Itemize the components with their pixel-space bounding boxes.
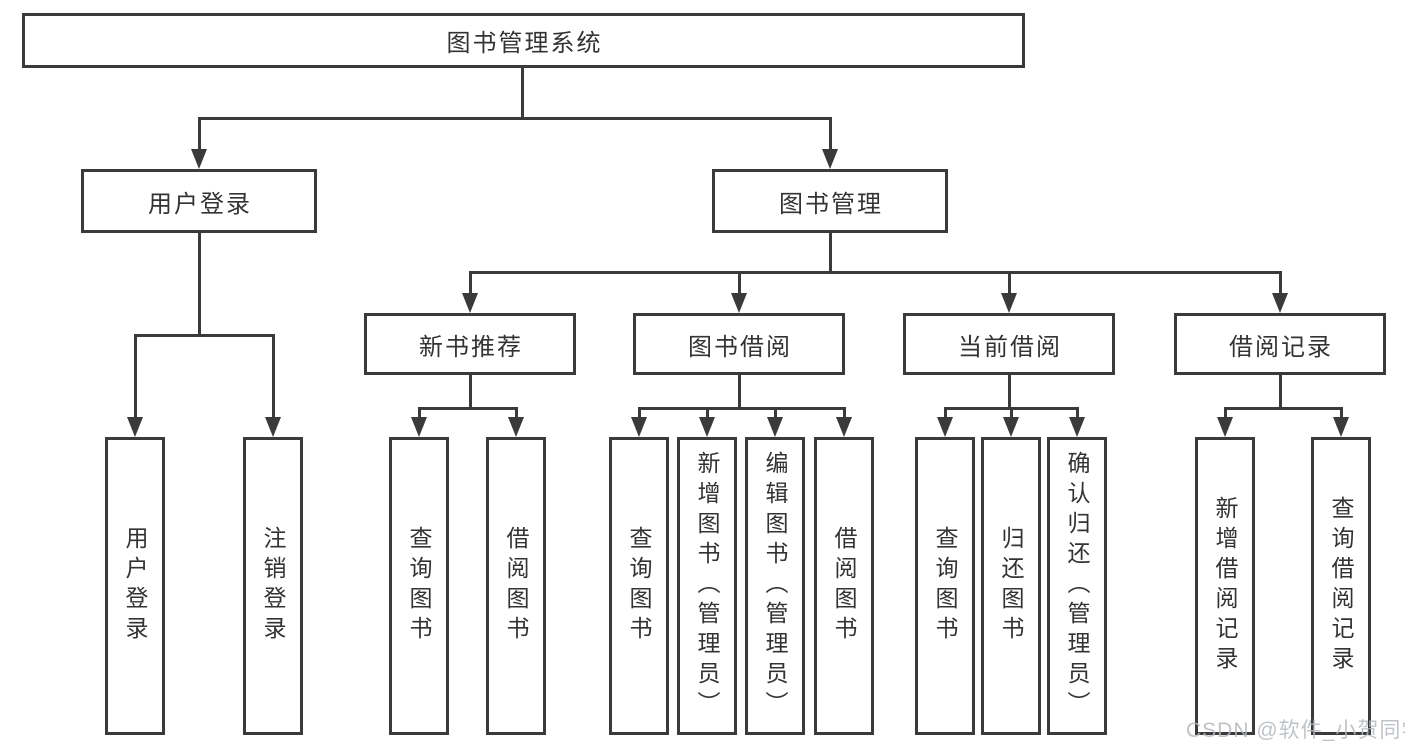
connector-drop-leaf (418, 409, 421, 419)
node-book-borrowing: 图书借阅 (633, 313, 845, 375)
leaf-label: 查询图书 (406, 526, 432, 646)
connector-borrow-records-stem (1279, 375, 1282, 409)
leaf-edit-books-admin: 编辑图书（管理员） (745, 437, 805, 735)
node-user-login: 用户登录 (81, 169, 317, 233)
connector-drop-leaf (944, 409, 947, 419)
connector-drop-leaf (272, 336, 275, 417)
arrow-down-icon (836, 417, 852, 437)
node-book-management: 图书管理 (712, 169, 948, 233)
arrow-down-icon (1217, 417, 1233, 437)
arrow-down-icon (127, 417, 143, 437)
arrow-down-icon (462, 293, 478, 313)
arrow-down-icon (265, 417, 281, 437)
arrow-down-icon (937, 417, 953, 437)
connector-level2-bar (198, 117, 832, 120)
arrow-down-icon (1333, 417, 1349, 437)
connector-drop-leaf (1076, 409, 1079, 419)
connector-drop-book-management (829, 119, 832, 150)
connector-level3-bar (469, 271, 1282, 274)
arrow-down-icon (731, 293, 747, 313)
arrow-down-icon (1069, 417, 1085, 437)
connector-drop-leaf (843, 409, 846, 419)
node-label: 图书管理系统 (446, 30, 603, 57)
leaf-label: 借阅图书 (503, 526, 529, 646)
connector-root-stem (521, 68, 524, 120)
node-label: 图书借阅 (688, 333, 792, 361)
leaf-label: 确认归还（管理员） (1064, 451, 1090, 721)
node-new-book-recommendation: 新书推荐 (364, 313, 576, 375)
connector-drop-current-borrow (1008, 273, 1011, 295)
leaf-return-books: 归还图书 (981, 437, 1041, 735)
connector-new-books-stem (469, 375, 472, 409)
arrow-down-icon (411, 417, 427, 437)
connector-book-management-stem (829, 233, 832, 274)
arrow-down-icon (1001, 293, 1017, 313)
leaf-label: 借阅图书 (831, 526, 857, 646)
leaf-logout: 注销登录 (243, 437, 303, 735)
leaf-borrow-books: 借阅图书 (486, 437, 546, 735)
node-current-borrowing: 当前借阅 (903, 313, 1115, 375)
node-label: 当前借阅 (958, 333, 1062, 361)
connector-borrow-records-bar (1224, 407, 1343, 410)
arrow-down-icon (699, 417, 715, 437)
arrow-down-icon (1272, 293, 1288, 313)
connector-book-borrow-bar (638, 407, 846, 410)
arrow-down-icon (767, 417, 783, 437)
node-label: 图书管理 (779, 190, 883, 218)
connector-drop-leaf (638, 409, 641, 419)
leaf-query-borrow-record: 查询借阅记录 (1311, 437, 1371, 735)
node-label: 用户登录 (148, 190, 252, 218)
leaf-label: 归还图书 (998, 526, 1024, 646)
leaf-query-books: 查询图书 (609, 437, 669, 735)
connector-user-login-stem (198, 233, 201, 337)
leaf-label: 新增借阅记录 (1212, 496, 1238, 676)
connector-new-books-bar (418, 407, 518, 410)
node-library-management-system: 图书管理系统 (22, 13, 1025, 68)
leaf-label: 注销登录 (260, 526, 286, 646)
leaf-label: 查询图书 (626, 526, 652, 646)
connector-drop-leaf (1340, 409, 1343, 419)
node-label: 新书推荐 (419, 333, 523, 361)
arrow-down-icon (822, 149, 838, 169)
csdn-watermark: CSDN @软件_小贺同学 (1186, 719, 1405, 742)
leaf-confirm-return-admin: 确认归还（管理员） (1047, 437, 1107, 735)
connector-drop-leaf (515, 409, 518, 419)
leaf-label: 新增图书（管理员） (694, 451, 720, 721)
node-label: 借阅记录 (1229, 333, 1333, 361)
connector-drop-leaf (1010, 409, 1013, 419)
arrow-down-icon (631, 417, 647, 437)
connector-drop-leaf (706, 409, 709, 419)
leaf-query-books: 查询图书 (915, 437, 975, 735)
arrow-down-icon (508, 417, 524, 437)
leaf-label: 编辑图书（管理员） (762, 451, 788, 721)
leaf-query-books: 查询图书 (389, 437, 449, 735)
leaf-user-login: 用户登录 (105, 437, 165, 735)
leaf-borrow-books: 借阅图书 (814, 437, 874, 735)
connector-drop-new-books (469, 273, 472, 295)
connector-user-login-bar (134, 334, 275, 337)
node-borrowing-records: 借阅记录 (1174, 313, 1386, 375)
connector-drop-leaf (774, 409, 777, 419)
connector-current-borrow-stem (1008, 375, 1011, 409)
connector-drop-book-borrow (738, 273, 741, 295)
connector-drop-borrow-records (1279, 273, 1282, 295)
leaf-label: 用户登录 (122, 526, 148, 646)
leaf-add-borrow-record: 新增借阅记录 (1195, 437, 1255, 735)
connector-drop-user-login (198, 119, 201, 150)
connector-current-borrow-bar (944, 407, 1079, 410)
leaf-label: 查询图书 (932, 526, 958, 646)
connector-drop-leaf (1224, 409, 1227, 419)
arrow-down-icon (191, 149, 207, 169)
leaf-add-books-admin: 新增图书（管理员） (677, 437, 737, 735)
arrow-down-icon (1003, 417, 1019, 437)
connector-drop-leaf (134, 336, 137, 417)
leaf-label: 查询借阅记录 (1328, 496, 1354, 676)
connector-book-borrow-stem (738, 375, 741, 409)
